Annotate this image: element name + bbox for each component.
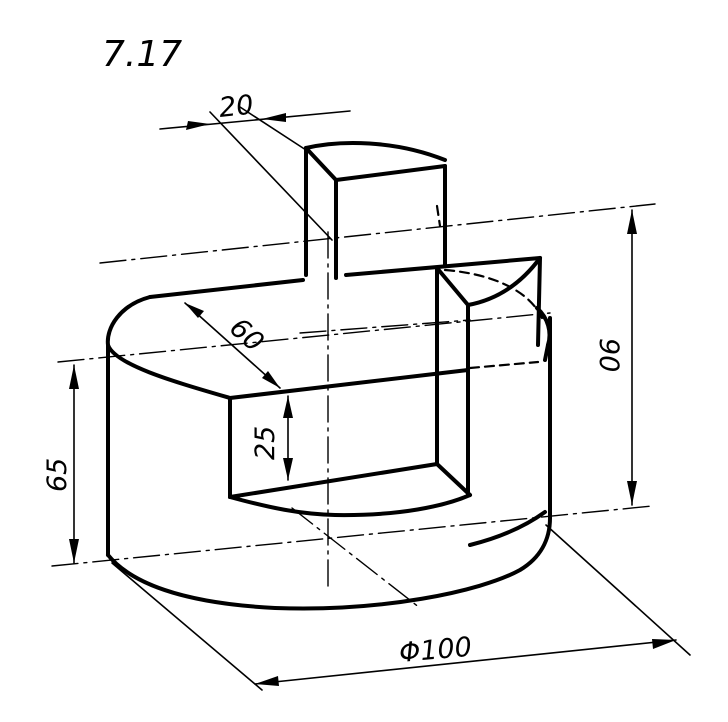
dimension-25: 25 <box>250 395 293 481</box>
dim-60-label: 60 <box>223 312 269 358</box>
dim-90-arrow-top <box>627 210 637 234</box>
right-post-edge <box>536 256 542 347</box>
hidden-stem-mark <box>435 204 442 228</box>
dim-dia-ext-left <box>111 562 263 691</box>
dim-60-line <box>184 302 281 389</box>
dimension-diameter: Φ100 <box>111 524 691 691</box>
dim-25-arrow-bottom <box>283 458 293 480</box>
dim-20-ext-right <box>239 106 307 151</box>
short-axis <box>299 319 471 334</box>
cylinder-front-lower-arc <box>468 510 547 547</box>
right-bulge-tail <box>543 343 550 362</box>
upper-plane-axis <box>57 312 551 363</box>
dim-20-arrow-left <box>186 121 210 130</box>
dim-65-arrow-bottom <box>69 539 79 563</box>
cylinder-bottom-arc <box>106 516 552 611</box>
dimension-60: 60 <box>184 302 281 389</box>
dim-dia-arrow-left <box>255 676 279 686</box>
dim-20-arrow-right <box>262 113 286 122</box>
dimension-20: 20 <box>159 90 351 241</box>
dimension-90: 90 <box>593 209 637 506</box>
dim-65-label: 65 <box>42 458 73 492</box>
slot-floor-arc <box>228 493 472 518</box>
figure-number: 7.17 <box>102 34 182 75</box>
dim-65-arrow-top <box>69 365 79 389</box>
hidden-horizontal <box>468 360 540 370</box>
top-face-back-edge-left <box>148 278 305 299</box>
dimension-65: 65 <box>42 364 79 564</box>
right-top-arc <box>466 256 542 307</box>
top-face-left-arc <box>105 295 232 400</box>
dim-20-label: 20 <box>217 90 254 124</box>
diagonal-axis <box>291 507 421 609</box>
part-body <box>105 141 552 611</box>
center-lines <box>51 203 656 609</box>
hidden-arc-top <box>443 268 544 320</box>
top-extension-axis <box>99 203 656 264</box>
dim-dia-arrow-right <box>652 639 676 649</box>
dim-60-arrow-bottom <box>262 371 280 388</box>
stem-top-front-edges <box>304 146 447 182</box>
dim-25-arrow-top <box>283 396 293 418</box>
dim-90-label: 90 <box>593 338 624 372</box>
top-face-back-edge-right <box>344 256 542 277</box>
hidden-lines <box>435 204 544 370</box>
slot-floor-edges <box>228 462 472 499</box>
dim-60-arrow-top <box>185 303 204 318</box>
dim-dia-ext-right <box>545 524 691 656</box>
dim-dia-label: Φ100 <box>398 632 473 669</box>
slot-top-diagonal <box>435 266 470 307</box>
dim-25-label: 25 <box>250 426 281 460</box>
stem-top-arc <box>304 141 447 162</box>
dim-dia-line <box>254 639 677 685</box>
dim-90-arrow-bottom <box>627 481 637 505</box>
dim-20-ext-left <box>209 111 333 241</box>
slot-top-front-edge <box>228 368 470 400</box>
